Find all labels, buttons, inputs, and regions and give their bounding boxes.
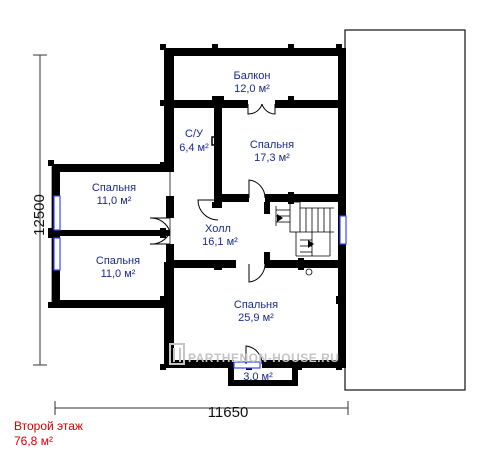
door-balcony-left: [247, 103, 263, 115]
log-ends: [48, 44, 342, 370]
room-label-hall: Холл: [205, 223, 231, 235]
height-dimension-label: 12500: [31, 194, 48, 236]
watermark-logo-icon: [169, 343, 185, 365]
dimension-lines: [33, 54, 349, 415]
room-area-bedroom-w1: 11,0 м²: [97, 195, 132, 207]
window-west-upper: [53, 195, 61, 231]
room-label-bedroom-s: Спальня: [234, 299, 278, 311]
roof-outline: [344, 29, 466, 391]
room-label-bathroom: С/У: [185, 128, 204, 140]
room-label-bedroom-w1: Спальня: [92, 182, 136, 194]
door-bedroom-s: [248, 263, 266, 283]
door-balcony-right: [261, 103, 276, 115]
walls: [52, 48, 346, 386]
staircase: [275, 201, 334, 276]
width-dimension-label: 11650: [208, 404, 249, 421]
window-west-lower: [53, 237, 61, 271]
room-area-bathroom: 6,4 м²: [179, 142, 209, 154]
bathroom-fixture-icon: [211, 136, 219, 146]
window-east-stair: [339, 215, 347, 245]
floor-total-area: 76,8 м²: [14, 434, 53, 448]
stair-arrows: [277, 214, 314, 248]
door-bedroom-w1: [149, 217, 171, 233]
room-area-hall: 16,1 м²: [202, 236, 238, 248]
room-label-bedroom-w2: Спальня: [96, 255, 140, 267]
watermark: PARTHENON-HOUSE.RU: [169, 343, 339, 365]
room-label-bedroom-ne: Спальня: [250, 139, 294, 151]
room-area-bedroom-w2: 11,0 м²: [101, 268, 136, 280]
window-south: [233, 361, 261, 369]
doors: [149, 103, 276, 365]
watermark-text: PARTHENON-HOUSE.RU: [188, 351, 339, 365]
door-bedroom-w2: [149, 231, 171, 245]
room-area-balcony: 12,0 м²: [234, 83, 270, 95]
windows: [53, 195, 347, 369]
room-area-porch: 3,0 м²: [243, 371, 273, 383]
room-area-bedroom-ne: 17,3 м²: [254, 152, 290, 164]
door-bedroom-ne: [248, 179, 266, 199]
room-area-bedroom-s: 25,9 м²: [238, 312, 274, 324]
door-bathroom: [197, 199, 219, 221]
door-porch: [245, 345, 263, 365]
room-label-balcony: Балкон: [234, 70, 271, 82]
floor-title: Второй этаж: [14, 419, 83, 433]
